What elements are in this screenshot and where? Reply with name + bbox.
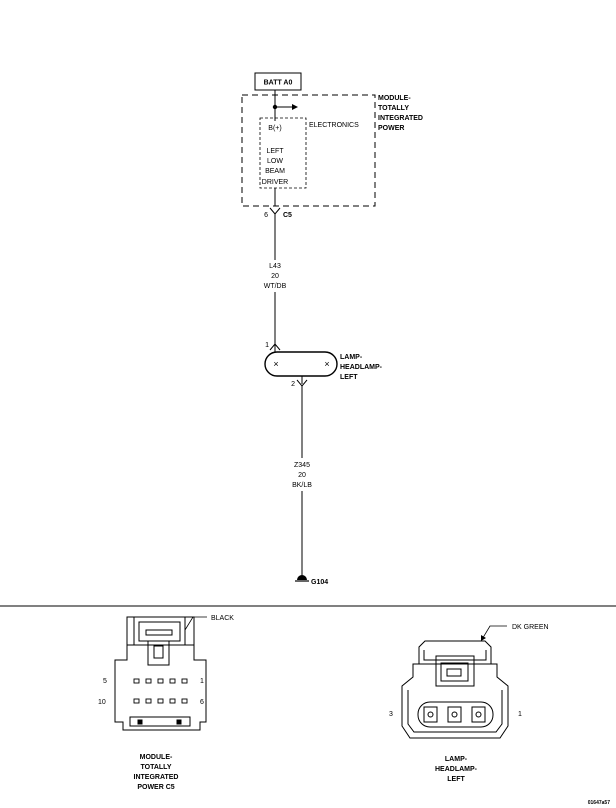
module-connector-label: C5 [283,212,292,219]
svg-text:POWER: POWER [378,125,404,132]
svg-text:Z345: Z345 [294,462,310,469]
lamp-label: LAMP- HEADLAMP- LEFT [340,354,383,381]
headlamp-component [264,351,338,377]
svg-text:LAMP-: LAMP- [445,756,468,763]
tipm-pin-10: 10 [98,699,106,706]
lamp-conn-pin-1: 1 [518,711,522,718]
svg-text:POWER C5: POWER C5 [137,784,174,791]
svg-text:HEADLAMP-: HEADLAMP- [340,364,383,371]
lamp-pin-in-number: 1 [265,342,269,349]
svg-text:LEFT: LEFT [266,148,284,155]
svg-text:MODULE-: MODULE- [378,95,411,102]
color-callout-line [480,625,507,642]
module-tipm-box [241,94,376,207]
lamp-conn-pin-3: 3 [389,711,393,718]
svg-text:B(+): B(+) [268,125,281,132]
headlamp-connector [401,640,509,739]
ground-icon [295,575,309,582]
svg-text:LOW: LOW [267,158,283,165]
electronics-label: ELECTRONICS [309,122,359,129]
tipm-pin-1: 1 [200,678,204,685]
wire1-label: L43 20 WT/DB [264,263,287,290]
batt-a0-label: BATT A0 [264,80,293,87]
wire2-label: Z345 20 BK/LB [292,462,312,489]
tipm-pin-6: 6 [200,699,204,706]
svg-text:LEFT: LEFT [340,374,358,381]
arrow-right-icon [292,104,298,110]
lamp-caption: LAMP- HEADLAMP- LEFT [435,756,478,783]
tipm-pin-cavities [133,678,188,704]
svg-text:TOTALLY: TOTALLY [141,764,172,771]
tipm-c5-connector [114,616,207,731]
batt-a0-box [254,72,302,91]
tipm-pin-5: 5 [103,678,107,685]
figure-id: 01647a57 [588,800,610,806]
connector-terminal-icon [269,207,281,215]
svg-text:20: 20 [298,472,306,479]
svg-text:LAMP-: LAMP- [340,354,363,361]
lamp-filament-icon: × [273,359,278,369]
svg-text:BEAM: BEAM [265,168,285,175]
electronics-box [259,117,307,189]
arrow-icon [481,635,486,641]
svg-text:20: 20 [271,273,279,280]
svg-text:BK/LB: BK/LB [292,482,312,489]
ground-label: G104 [311,579,328,586]
module-label: MODULE- TOTALLY INTEGRATED POWER [378,95,423,132]
tipm-color-callout: BLACK [211,615,234,622]
svg-text:INTEGRATED: INTEGRATED [378,115,423,122]
svg-text:TOTALLY: TOTALLY [378,105,409,112]
svg-text:MODULE-: MODULE- [140,754,173,761]
tipm-caption: MODULE- TOTALLY INTEGRATED POWER C5 [134,754,179,791]
lamp-color-callout: DK GREEN [512,624,549,631]
svg-text:WT/DB: WT/DB [264,283,287,290]
svg-text:L43: L43 [269,263,281,270]
svg-text:DRIVER: DRIVER [262,179,288,186]
module-pin-number: 6 [264,212,268,219]
svg-text:INTEGRATED: INTEGRATED [134,774,179,781]
svg-text:HEADLAMP-: HEADLAMP- [435,766,478,773]
color-callout-line [184,616,207,631]
svg-text:LEFT: LEFT [447,776,465,783]
driver-label: B(+) LEFT LOW BEAM DRIVER [262,125,288,186]
lamp-pin-out-number: 2 [291,381,295,388]
lamp-filament-icon: × [324,359,329,369]
